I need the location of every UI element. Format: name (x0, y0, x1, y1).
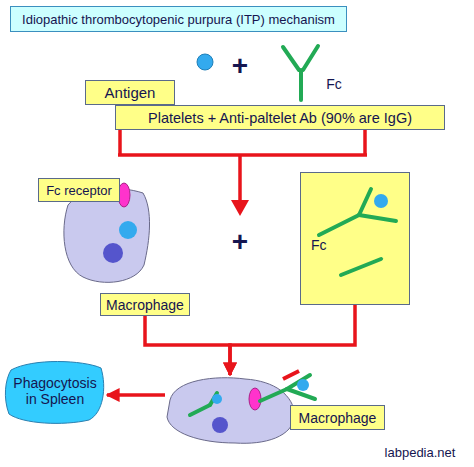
cell-nucleus (103, 243, 123, 263)
watermark: labpedia.net (385, 445, 456, 460)
label-box: Antigen (85, 80, 175, 105)
antibody-symbol (283, 46, 318, 100)
flow-arrow (145, 316, 230, 375)
cell-body (167, 378, 295, 444)
macrophage-cell: Macrophage (165, 375, 387, 432)
antigen-symbol (374, 194, 388, 208)
antigen-symbol (212, 394, 222, 404)
arrow-line (118, 130, 122, 156)
node-label: Fc receptor (46, 183, 112, 198)
cell-body (64, 189, 150, 283)
spleen-blob: Phagocytosis in Spleen (3, 358, 107, 424)
node-label: Platelets + Anti-paltelet Ab (90% are Ig… (148, 110, 412, 126)
antibody-stem (190, 405, 210, 415)
plus-sign: + (232, 226, 248, 258)
antibody-arm (303, 46, 318, 70)
antibody-fragment (341, 259, 381, 275)
node-label: Fc (311, 237, 327, 253)
diagram-title: Idiopathic thrombocytopenic purpura (ITP… (10, 6, 347, 32)
cell-nucleus (119, 221, 137, 239)
antibody-arm (283, 47, 299, 70)
antibody-arm (359, 215, 396, 221)
cell-nucleus (212, 417, 228, 433)
antibody-symbol (319, 189, 396, 275)
node-label: Macrophage (100, 293, 190, 316)
antibody-stem (299, 70, 303, 100)
antibody-arm (359, 189, 371, 215)
antibody-stem (319, 215, 359, 235)
complex-box: Fc (300, 172, 410, 305)
arrow-line (238, 155, 242, 202)
fc-receptor (118, 183, 130, 207)
cell-detail (103, 183, 137, 263)
fc-label: Fc (326, 76, 342, 92)
cell-detail (319, 189, 396, 275)
fc-receptor (249, 388, 261, 410)
antigen-symbol (297, 379, 309, 391)
label-box: Fc receptor (38, 178, 120, 202)
arrow-line (363, 130, 367, 156)
plus-sign: + (232, 50, 248, 82)
label-box: Platelets + Anti-paltelet Ab (90% are Ig… (115, 105, 445, 130)
arrow-line (118, 153, 367, 157)
flow-arrow (107, 393, 165, 397)
antibody-fragment (283, 371, 299, 379)
node-label: Phagocytosis in Spleen (9, 358, 101, 424)
macrophage-cell: Macrophage (58, 185, 190, 316)
node-label: Antigen (105, 84, 156, 101)
antibody-stem (260, 389, 287, 401)
antigen-symbol (197, 54, 213, 70)
flow-arrow (230, 305, 355, 375)
node-label: Macrophage (290, 405, 385, 430)
arrow-head (231, 200, 249, 216)
